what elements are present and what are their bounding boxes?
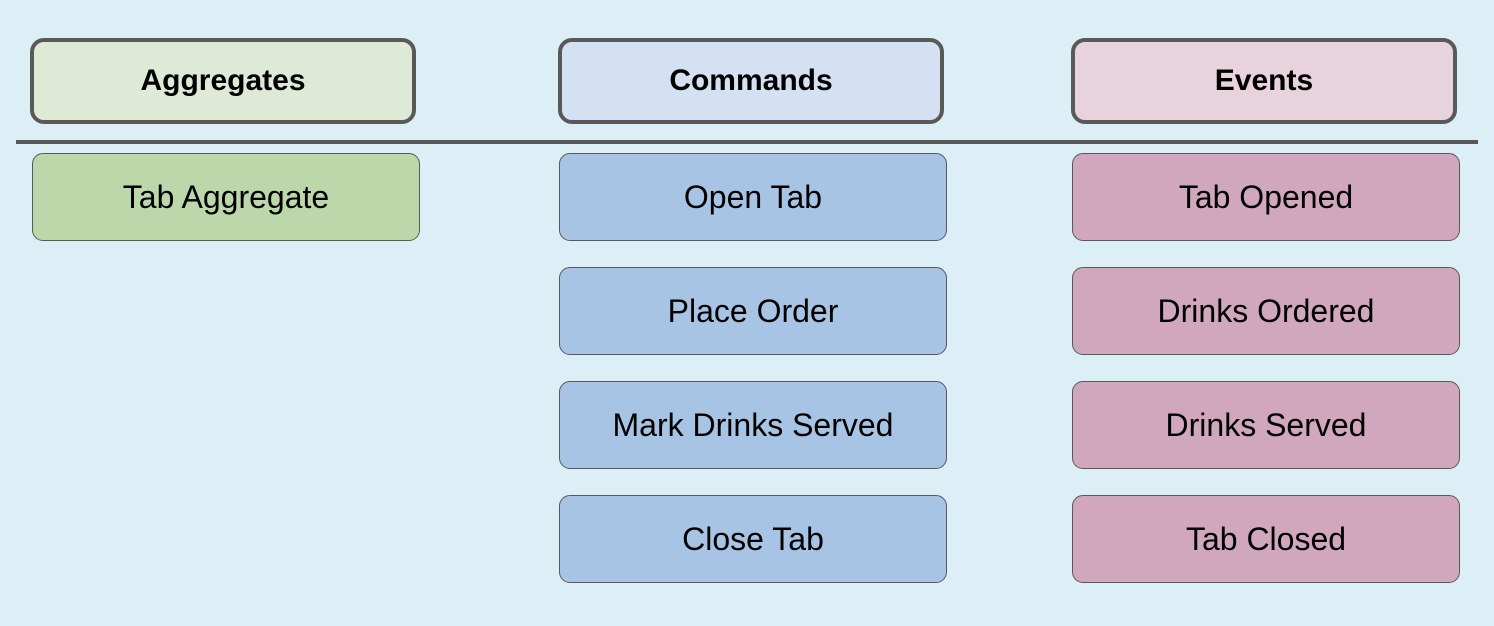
command-card-close-tab: Close Tab bbox=[559, 495, 947, 583]
command-card-place-order: Place Order bbox=[559, 267, 947, 355]
events-header: Events bbox=[1071, 38, 1457, 124]
aggregate-card-tab-aggregate: Tab Aggregate bbox=[32, 153, 420, 241]
aggregates-header: Aggregates bbox=[30, 38, 416, 124]
event-card-tab-opened: Tab Opened bbox=[1072, 153, 1460, 241]
header-divider bbox=[16, 140, 1478, 144]
command-card-open-tab: Open Tab bbox=[559, 153, 947, 241]
event-card-tab-closed: Tab Closed bbox=[1072, 495, 1460, 583]
event-card-drinks-ordered: Drinks Ordered bbox=[1072, 267, 1460, 355]
event-card-drinks-served: Drinks Served bbox=[1072, 381, 1460, 469]
commands-header: Commands bbox=[558, 38, 944, 124]
command-card-mark-drinks-served: Mark Drinks Served bbox=[559, 381, 947, 469]
